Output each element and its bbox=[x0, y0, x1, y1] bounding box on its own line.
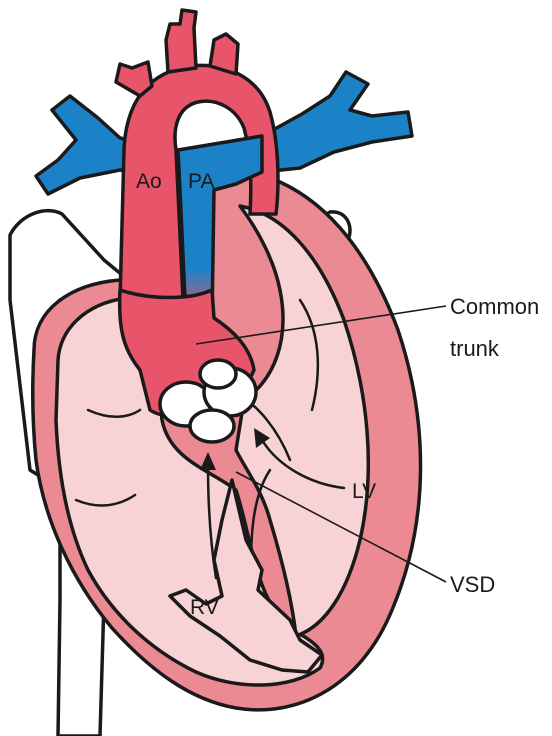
label-rv: RV bbox=[190, 596, 219, 619]
aorta-branch-2 bbox=[166, 10, 196, 72]
label-lv: LV bbox=[352, 480, 376, 503]
aorta-branch-3 bbox=[210, 34, 238, 74]
label-vsd: VSD bbox=[450, 572, 495, 597]
label-common-trunk-1: Common bbox=[450, 294, 539, 319]
aorta-branch-1 bbox=[116, 62, 152, 96]
label-ao: Ao bbox=[136, 170, 162, 193]
label-pa: PA bbox=[188, 170, 214, 193]
pulmonary-branch-right bbox=[262, 72, 412, 172]
label-common-trunk-2: trunk bbox=[450, 336, 500, 361]
